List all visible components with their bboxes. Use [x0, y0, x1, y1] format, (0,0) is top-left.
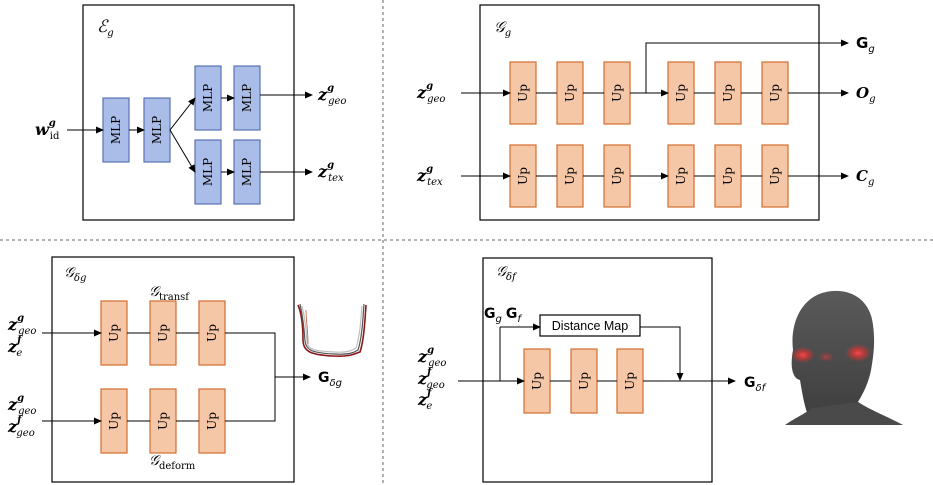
svg-text:Up: Up — [107, 324, 121, 342]
up-block-transf-1: Up — [100, 300, 128, 366]
mlp-block-2: MLP — [143, 97, 171, 163]
svg-text:Up: Up — [156, 324, 170, 342]
svg-text:Up: Up — [674, 167, 688, 185]
svg-text:Up: Up — [610, 167, 624, 185]
up-block-r2-4: Up — [667, 144, 695, 208]
up-block-r1-4: Up — [667, 61, 695, 125]
arrow-out-G — [645, 39, 849, 93]
up-block-r2-6: Up — [761, 144, 789, 208]
up-block-df-1: Up — [523, 348, 551, 414]
svg-text:Up: Up — [623, 372, 637, 390]
generator-g-title: 𝒢g — [494, 18, 511, 39]
panel-encoder: ℰg MLP MLP MLP MLP MLP MLP — [35, 4, 346, 221]
up-block-r1-3: Up — [603, 61, 631, 125]
arrow-split-down — [169, 129, 196, 173]
mlp-block-3: MLP — [194, 65, 222, 131]
svg-text:Up: Up — [205, 412, 219, 430]
svg-text:Up: Up — [610, 84, 624, 102]
svg-text:Up: Up — [156, 412, 170, 430]
svg-text:MLP: MLP — [240, 84, 254, 112]
svg-text:Up: Up — [674, 84, 688, 102]
mlp-block-6: MLP — [233, 139, 261, 205]
svg-text:Up: Up — [516, 84, 530, 102]
up-block-r1-2: Up — [556, 61, 584, 125]
svg-text:Up: Up — [563, 167, 577, 185]
up-block-transf-3: Up — [198, 300, 226, 366]
svg-text:MLP: MLP — [150, 116, 164, 144]
label-C-g: Cg — [856, 167, 874, 188]
up-block-r1-6: Up — [761, 61, 789, 125]
line-Gg-down — [499, 327, 518, 382]
svg-text:Up: Up — [768, 167, 782, 185]
delta-f-title: 𝒢δf — [496, 264, 518, 283]
shape-curves-illustration — [297, 303, 367, 357]
mlp-block-4: MLP — [233, 65, 261, 131]
up-block-r2-2: Up — [556, 144, 584, 208]
mlp-block-1: MLP — [102, 97, 130, 163]
up-block-r2-3: Up — [603, 144, 631, 208]
distance-map-block: Distance Map — [539, 314, 641, 337]
svg-text:Distance Map: Distance Map — [552, 319, 628, 333]
up-block-r2-1: Up — [509, 144, 537, 208]
label-G-g: Gg — [856, 34, 875, 55]
svg-text:Up: Up — [768, 84, 782, 102]
up-block-df-2: Up — [570, 348, 598, 414]
head-render-image — [785, 290, 903, 425]
up-block-r1-1: Up — [509, 61, 537, 125]
label-transf: 𝒢transf — [149, 284, 190, 303]
svg-text:Up: Up — [530, 372, 544, 390]
encoder-title: ℰg — [97, 17, 114, 39]
up-block-transf-2: Up — [149, 300, 177, 366]
svg-text:Up: Up — [205, 324, 219, 342]
up-block-deform-3: Up — [198, 388, 226, 454]
arrow-distance-map-out — [640, 326, 684, 381]
up-block-df-3: Up — [616, 348, 644, 414]
svg-text:Up: Up — [516, 167, 530, 185]
svg-text:Up: Up — [107, 412, 121, 430]
arrow-split-up — [169, 97, 196, 131]
label-G-delta-f: Gδf — [744, 375, 767, 394]
up-block-deform-2: Up — [149, 388, 177, 454]
delta-g-title: 𝒢δg — [64, 265, 86, 284]
svg-text:Up: Up — [721, 167, 735, 185]
svg-text:MLP: MLP — [109, 116, 123, 144]
mlp-block-5: MLP — [194, 139, 222, 205]
svg-text:MLP: MLP — [201, 84, 215, 112]
up-block-r2-5: Up — [714, 144, 742, 208]
svg-text:Up: Up — [563, 84, 577, 102]
svg-text:Up: Up — [721, 84, 735, 102]
svg-text:MLP: MLP — [201, 158, 215, 186]
label-deform: 𝒢deform — [149, 453, 196, 472]
label-O-g: Og — [856, 84, 875, 105]
label-G-delta-g: Gδg — [318, 370, 342, 389]
svg-text:MLP: MLP — [240, 158, 254, 186]
panel-generator-g: 𝒢g Up Up Up Up Up Up Up Up Up Up Up Up z… — [416, 4, 875, 221]
svg-text:Up: Up — [577, 372, 591, 390]
up-block-deform-1: Up — [100, 388, 128, 454]
panel-delta-g: 𝒢δg 𝒢transf 𝒢deform Up Up Up Up Up Up zg… — [7, 256, 367, 483]
up-block-r1-5: Up — [714, 61, 742, 125]
